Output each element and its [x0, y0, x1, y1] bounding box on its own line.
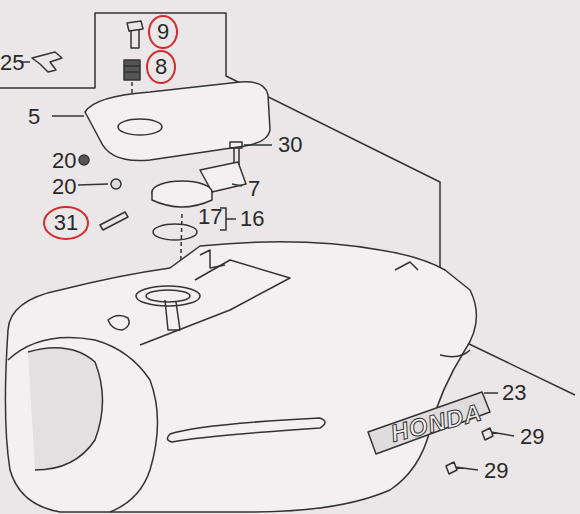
fuel-cap	[152, 192, 212, 207]
leader-line	[244, 144, 272, 146]
callout-number: 20	[52, 150, 76, 172]
callout-number: 8	[155, 56, 167, 78]
tank-contour	[8, 338, 158, 513]
circled-callout: 31	[44, 207, 88, 239]
bolt-part	[127, 21, 143, 48]
clip-part	[32, 52, 62, 72]
red-circle-outline	[149, 16, 177, 48]
leader-line	[78, 184, 108, 185]
red-circle-outline	[44, 207, 88, 239]
nut-part	[79, 155, 89, 165]
grommet-part	[124, 60, 140, 80]
leader-line	[226, 218, 236, 220]
circled-callout: 8	[147, 51, 175, 83]
leader-line	[232, 184, 242, 186]
callout-number: 29	[484, 460, 508, 482]
tank-vent	[108, 315, 129, 330]
cap-gasket	[153, 224, 197, 240]
seat-pad	[85, 82, 270, 161]
leader-line	[484, 392, 498, 394]
callout-number: 17	[198, 206, 222, 228]
callout-number: 5	[28, 106, 40, 128]
callout-number: 29	[520, 426, 544, 448]
nut-part	[111, 179, 121, 189]
mount-plate	[140, 260, 290, 345]
callout-number: 23	[502, 382, 526, 404]
mount-tab	[200, 250, 225, 268]
tank-body	[5, 242, 476, 512]
pad-hole	[118, 119, 162, 135]
tank-contour	[440, 350, 470, 357]
callout-number: 20	[52, 176, 76, 198]
callout-number: 31	[54, 212, 78, 234]
knee-recess	[28, 348, 103, 470]
screw-part	[446, 462, 478, 474]
filler-neck	[136, 286, 200, 306]
tank-badge-slot	[167, 418, 325, 442]
circled-callout: 9	[149, 16, 177, 48]
callout-number: 16	[240, 208, 264, 230]
callout-number: 7	[248, 178, 260, 200]
filler-tube	[165, 300, 180, 330]
pin-part	[100, 212, 128, 230]
filler-neck	[146, 290, 190, 302]
callout-number: 9	[157, 21, 169, 43]
red-circle-outline	[147, 51, 175, 83]
callout-number: 25	[0, 52, 24, 74]
screw-part	[482, 428, 514, 440]
leader-line	[52, 115, 84, 117]
mount-tab	[395, 262, 418, 270]
honda-emblem	[368, 392, 490, 454]
screw-part	[230, 142, 242, 165]
callout-number: 30	[278, 134, 302, 156]
